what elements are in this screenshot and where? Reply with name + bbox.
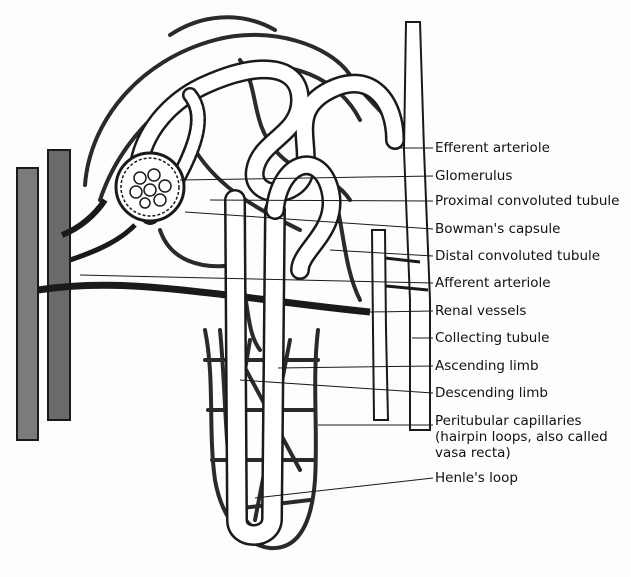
label-distal-convoluted-tubule: Distal convoluted tubule: [433, 248, 602, 264]
label-proximal-convoluted-tubule: Proximal convoluted tubule: [433, 193, 622, 209]
label-renal-vessels: Renal vessels: [433, 303, 528, 319]
label-afferent-arteriole: Afferent arteriole: [433, 275, 553, 291]
label-efferent-arteriole: Efferent arteriole: [433, 140, 552, 156]
label-descending-limb: Descending limb: [433, 385, 550, 401]
label-henles-loop: Henle's loop: [433, 470, 520, 486]
label-collecting-tubule: Collecting tubule: [433, 330, 551, 346]
label-glomerulus: Glomerulus: [433, 168, 514, 184]
label-peritubular-capillaries: Peritubular capillaries (hairpin loops, …: [433, 413, 610, 461]
convoluted-tubules-illustration: [138, 69, 395, 535]
label-ascending-limb: Ascending limb: [433, 358, 541, 374]
label-bowmans-capsule: Bowman's capsule: [433, 221, 563, 237]
